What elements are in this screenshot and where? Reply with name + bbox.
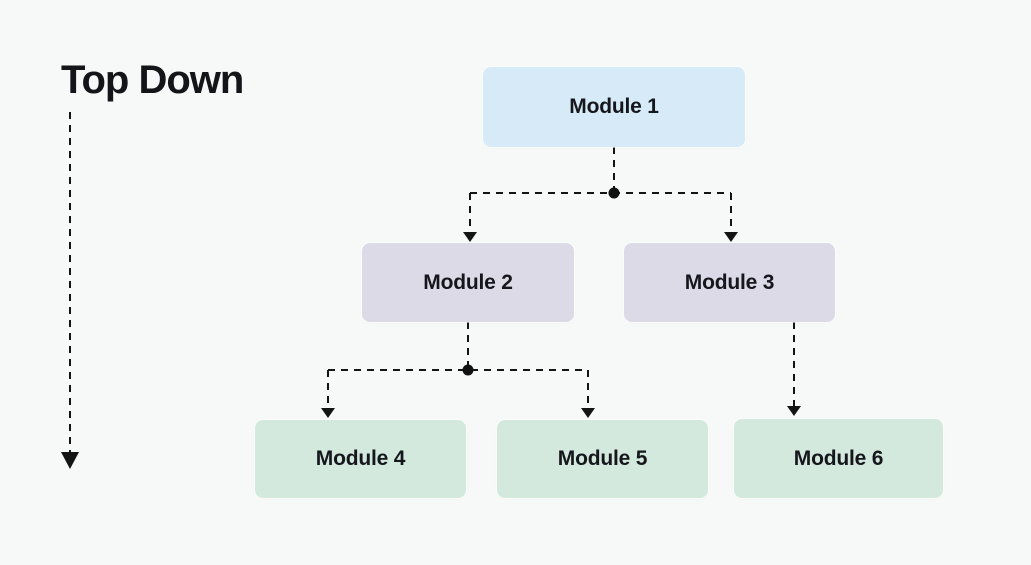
node-module-3-label: Module 3	[684, 270, 775, 294]
top-down-direction-arrow-icon	[61, 112, 79, 469]
diagram-title: Top Down	[61, 58, 244, 102]
arrowhead-to-module-3	[724, 232, 738, 242]
node-module-6: Module 6	[734, 419, 943, 498]
node-module-4-label: Module 4	[315, 447, 406, 470]
arrowhead-to-module-6	[787, 406, 801, 416]
junction-dot-1	[608, 187, 620, 199]
node-module-2: Module 2	[362, 243, 574, 322]
arrowhead-to-module-4	[321, 408, 335, 418]
node-module-5-label: Module 5	[557, 447, 648, 470]
node-module-5: Module 5	[497, 420, 708, 498]
node-module-2-label: Module 2	[423, 270, 513, 294]
edge-module-1-children	[463, 147, 738, 242]
node-module-1: Module 1	[483, 67, 745, 147]
node-module-3: Module 3	[624, 243, 835, 322]
edge-module-2-children	[321, 322, 595, 418]
edge-module-3-module-6	[787, 322, 801, 416]
arrowhead-to-module-5	[581, 408, 595, 418]
arrowhead-to-module-2	[463, 232, 477, 242]
node-module-6-label: Module 6	[793, 446, 884, 470]
node-module-4: Module 4	[255, 420, 466, 498]
node-module-1-label: Module 1	[569, 95, 659, 118]
junction-dot-2	[462, 364, 474, 376]
